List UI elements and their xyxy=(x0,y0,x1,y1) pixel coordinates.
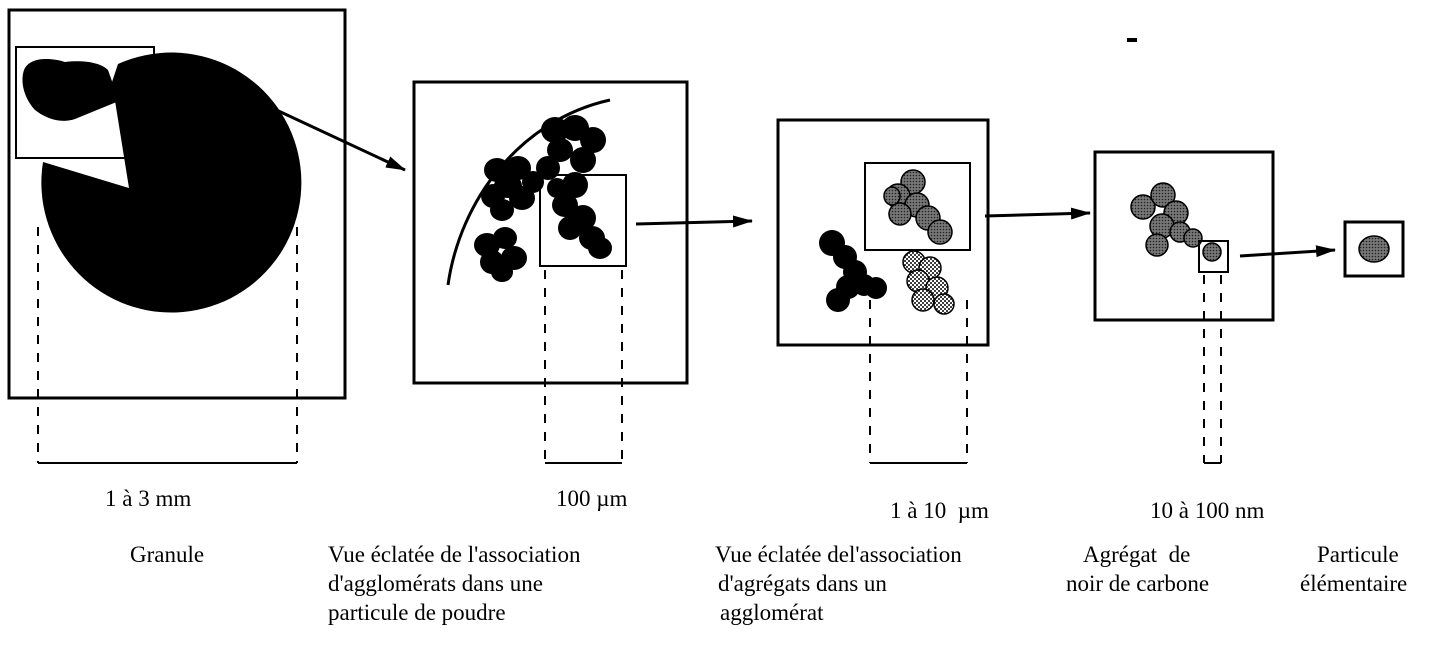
agglomerate-scale-label: 1 à 10 µm xyxy=(890,498,989,523)
agglomerate-zoom-box xyxy=(864,162,971,251)
particle-frame xyxy=(1343,220,1405,278)
granule-panel xyxy=(7,8,347,464)
powder-zoom-box xyxy=(539,174,627,267)
arrow-2 xyxy=(635,215,753,228)
arrow-3 xyxy=(984,207,1091,220)
agglomerate-caption-line3: agglomérat xyxy=(720,600,824,625)
powder-frame xyxy=(412,80,689,385)
particle-caption-line2: élémentaire xyxy=(1300,571,1408,596)
granule-zoom-box xyxy=(15,46,155,159)
granule-scale-label: 1 à 3 mm xyxy=(105,486,192,511)
powder-caption-line2: d'agglomérats dans une xyxy=(328,571,543,596)
agglomerate-caption-line1: Vue éclatée del'association xyxy=(715,542,962,567)
aggregate-frame xyxy=(1093,150,1275,322)
granule-frame xyxy=(7,8,347,400)
agglomerate-black-aggregates xyxy=(819,230,887,312)
agglomerate-dotted-aggregates xyxy=(902,250,955,315)
agglomerate-grey-aggregates xyxy=(883,169,953,245)
arrow-1 xyxy=(164,56,406,172)
agglomerate-caption-line2: d'agrégats dans un xyxy=(718,571,887,596)
particle-caption-line1: Particule xyxy=(1317,542,1399,567)
particle-panel xyxy=(1343,220,1405,278)
powder-scale-label: 100 µm xyxy=(556,486,628,511)
aggregate-particles xyxy=(1130,182,1222,262)
granule-wedge xyxy=(22,59,120,121)
granule-caption: Granule xyxy=(130,542,205,567)
stray-mark xyxy=(1127,38,1137,42)
aggregate-zoom-box xyxy=(1198,240,1229,273)
aggregate-panel xyxy=(1093,150,1275,464)
powder-agglomerates xyxy=(474,115,612,282)
aggregate-caption-line1: Agrégat de xyxy=(1083,542,1191,567)
agglomerate-panel xyxy=(776,118,990,464)
aggregate-caption-line2: noir de carbone xyxy=(1066,571,1210,596)
powder-caption-line3: particule de poudre xyxy=(328,600,506,625)
powder-panel xyxy=(412,80,689,464)
elementary-particle xyxy=(1358,235,1390,263)
granule-body xyxy=(41,52,302,313)
arrow-4 xyxy=(1239,245,1336,258)
powder-caption-line1: Vue éclatée de l'association xyxy=(328,542,581,567)
aggregate-scale-label: 10 à 100 nm xyxy=(1150,498,1265,523)
agglomerate-frame xyxy=(776,118,990,347)
